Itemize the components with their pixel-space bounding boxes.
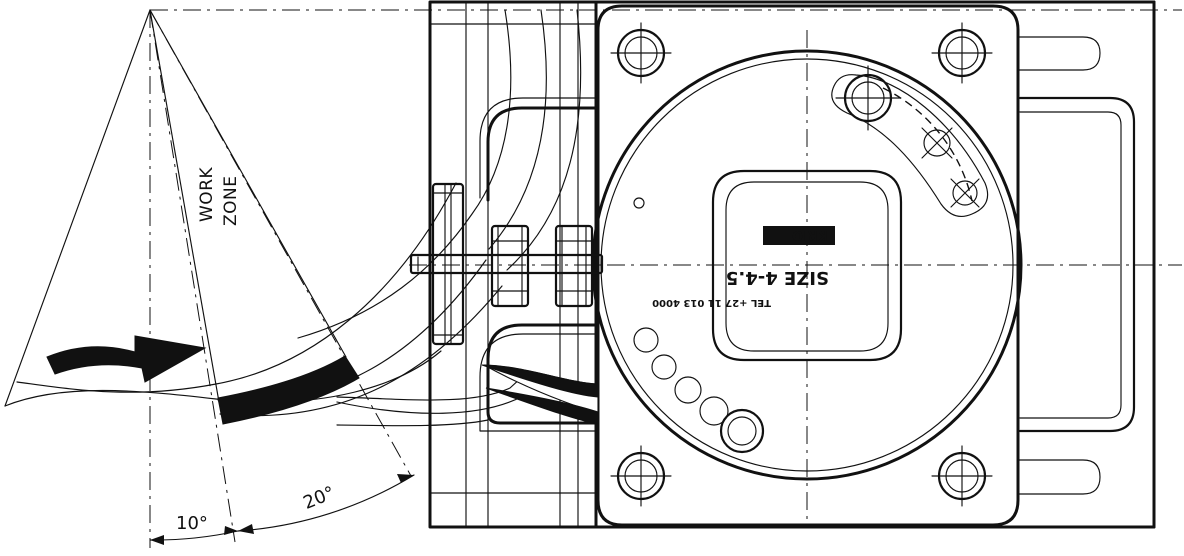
nameplate-tel: TEL +27 11 013 4000 — [652, 297, 771, 308]
nameplate-size: SIZE 4-4.5 — [726, 267, 829, 288]
bottom-right-bolt-icon — [931, 445, 993, 507]
work-zone-line-1: WORK — [197, 166, 217, 222]
work-zone-line-2: ZONE — [221, 176, 241, 227]
angle-10-label: 10° — [176, 513, 208, 534]
rotation-arrow-icon — [46, 335, 207, 383]
brand-logo-icon — [763, 226, 835, 245]
angle-dimensions: 10° 20° — [149, 474, 415, 545]
right-coupling — [554, 224, 594, 308]
work-zone-label: WORK ZONE — [197, 166, 241, 226]
left-flange — [431, 182, 465, 346]
swing-geometry — [4, 9, 599, 427]
angle-20-label: 20° — [300, 482, 337, 513]
top-left-bolt-icon — [610, 22, 672, 84]
lower-bracket-shade — [485, 387, 599, 425]
hole-row — [633, 327, 765, 454]
corner-bolts — [610, 22, 993, 507]
arc-arrow — [4, 9, 347, 407]
nameplate-rotated-text: TEL +27 11 013 4000 SIZE 4-4.5 KRIO — [652, 226, 835, 308]
bracket-cutout-shade — [481, 364, 599, 398]
drive-shaft — [409, 253, 604, 275]
mounting-plate — [596, 4, 1136, 527]
nameplate: TEL +27 11 013 4000 SIZE 4-4.5 KRIO — [652, 169, 903, 362]
bottom-left-bolt-icon — [610, 445, 672, 507]
reference-lines — [149, 9, 1182, 548]
actuator-slot — [633, 65, 989, 217]
top-right-bolt-icon — [931, 22, 993, 84]
bracket-body — [479, 97, 598, 432]
coupling-assembly — [409, 182, 604, 346]
nameplate-brand: KRIO — [792, 227, 828, 242]
black-work-zone-arc — [217, 355, 360, 425]
left-coupling — [490, 224, 530, 308]
angle-20-label-group: 20° — [300, 482, 337, 513]
left-flange-center — [444, 183, 452, 345]
